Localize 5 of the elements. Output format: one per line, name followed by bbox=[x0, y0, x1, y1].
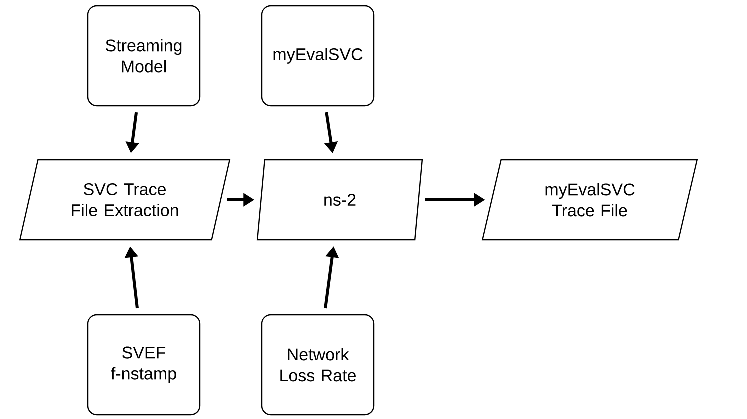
process-box: Network Loss Rate bbox=[261, 314, 375, 416]
process-box: SVEF f-nstamp bbox=[87, 314, 201, 416]
process-box: Streaming Model bbox=[87, 5, 201, 107]
data-parallelogram: ns-2 bbox=[256, 159, 424, 241]
process-box: myEvalSVC bbox=[261, 5, 375, 107]
